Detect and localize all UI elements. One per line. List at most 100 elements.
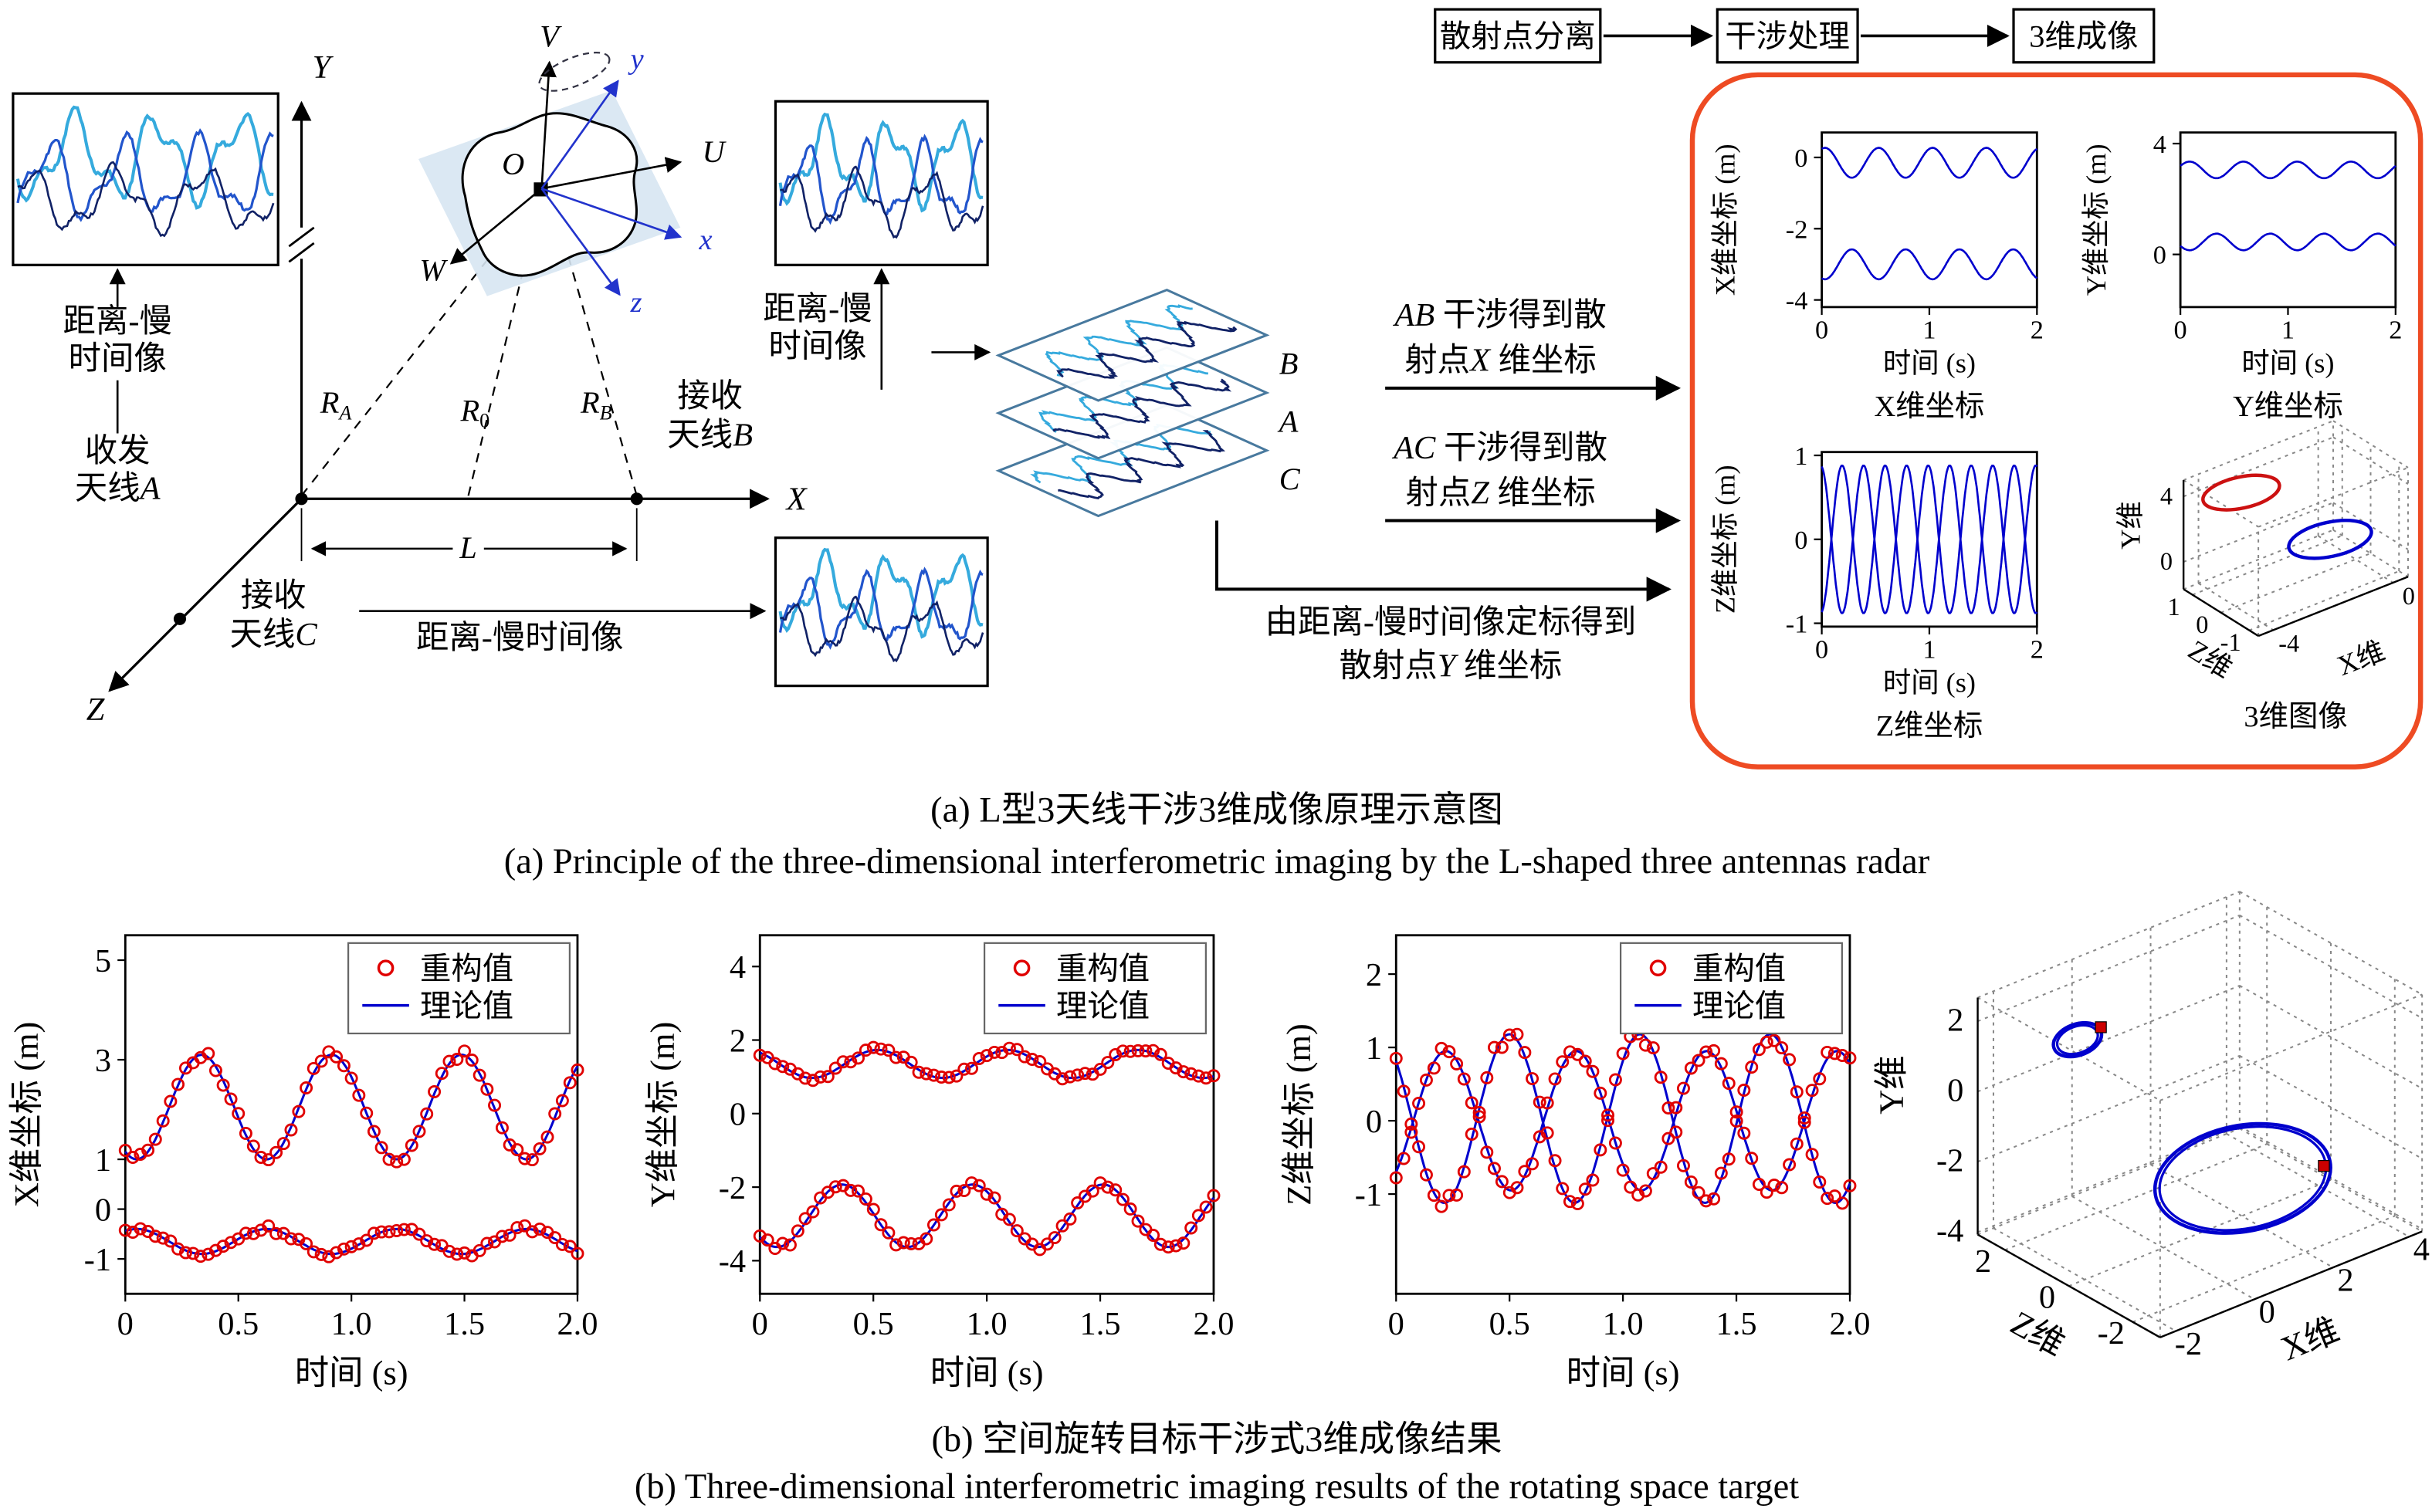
target-v-label: V (540, 19, 562, 54)
series-marker-recon-2 (216, 1240, 230, 1253)
y-axis-label: Z维坐标 (m) (1279, 1023, 1318, 1206)
plane-label-a: A (1277, 404, 1299, 438)
series-marker-recon-1 (307, 1061, 320, 1075)
grid-line (2159, 993, 2423, 1101)
series-marker-recon-2 (1563, 1045, 1577, 1059)
target-y-label: y (628, 43, 645, 76)
captions: (a) L型3天线干涉3维成像原理示意图 (a) Principle of th… (504, 790, 1930, 1507)
y-tick-label: 5 (95, 943, 111, 979)
flowchart-step-label: 干涉处理 (1725, 19, 1850, 54)
antenna-b-label-line2: 天线B (667, 418, 753, 454)
y-axis-label: Y维 (1872, 1055, 1911, 1115)
caption-a-zh: (a) L型3天线干涉3维成像原理示意图 (930, 790, 1503, 830)
series-marker-recon-2 (844, 1183, 858, 1197)
series-marker-recon-2 (1109, 1183, 1123, 1197)
series-marker-recon-1 (262, 1153, 276, 1167)
series-marker-recon-1 (1722, 1152, 1736, 1166)
y-tick-label: -2 (719, 1170, 746, 1206)
series-marker-recon-2 (148, 1230, 162, 1243)
y-tick-label: 3 (95, 1043, 111, 1079)
series-marker-recon-2 (1556, 1055, 1570, 1069)
series-marker-recon-2 (1676, 1081, 1690, 1095)
legend-label: 理论值 (1056, 989, 1150, 1023)
series-marker-recon-2 (904, 1236, 918, 1250)
series-marker-recon-1 (397, 1152, 411, 1166)
series-marker-recon-2 (1169, 1239, 1183, 1253)
series-marker-recon-2 (164, 1234, 178, 1248)
x-tick-label: 1.5 (1080, 1306, 1121, 1342)
axis-break-icon (288, 242, 315, 263)
series-marker-recon-1 (798, 1071, 812, 1085)
legend-circle-marker-icon (377, 959, 395, 976)
target-z-axis (540, 188, 621, 296)
series-marker-recon-2 (1638, 1184, 1652, 1198)
series-marker-recon-2 (1775, 1181, 1789, 1195)
series-marker-recon-1 (412, 1125, 426, 1138)
antenna-a-label-line2: 天线A (75, 470, 161, 506)
x-tick-label: 0 (1815, 315, 1828, 344)
series-marker-recon-2 (1055, 1219, 1069, 1233)
flowchart: 散射点分离 干涉处理 3维成像 (1434, 8, 2156, 64)
legend-label: 重构值 (1692, 951, 1786, 986)
y-tick-label: 0 (95, 1192, 111, 1228)
y-tick-label: 0 (2160, 547, 2173, 575)
series-marker-recon-2 (866, 1202, 880, 1216)
series-marker-recon-1 (254, 1151, 268, 1165)
grid-line (2239, 891, 2423, 996)
series-marker-recon-1 (1123, 1044, 1137, 1058)
series-marker-recon-1 (1526, 1072, 1539, 1086)
series-marker-recon-1 (1109, 1047, 1123, 1061)
series-line-scatterer-2 (1821, 464, 2038, 614)
series-marker-recon-1 (1714, 1166, 1728, 1180)
waveform-trace (779, 165, 984, 239)
series-marker-recon-2 (1699, 1045, 1713, 1059)
y-tick-label: 4 (730, 949, 746, 986)
y-tick-label: 4 (2153, 130, 2166, 159)
series-marker-recon-1 (284, 1123, 298, 1137)
x-tick-label: 2.0 (1193, 1306, 1234, 1342)
x-tick-label: 0 (752, 1306, 768, 1342)
series-marker-recon-2 (1578, 1054, 1592, 1068)
grid-line (2239, 1128, 2423, 1233)
series-marker-recon-1 (171, 1077, 185, 1091)
target-origin-label: O (502, 147, 524, 181)
series-marker-recon-2 (1010, 1224, 1024, 1238)
series-marker-recon-1 (1434, 1199, 1448, 1213)
target-u-axis (541, 157, 683, 190)
axis-edge (2183, 588, 2259, 638)
grid-line (2132, 1215, 2396, 1323)
series-marker-recon-2 (1199, 1200, 1213, 1214)
waveform-trace (1052, 378, 1232, 440)
series-marker-recon-1 (571, 1063, 584, 1077)
series-marker-recon-1 (1570, 1197, 1584, 1211)
grid-line (1977, 985, 2241, 1093)
inset-b-label-line1: 距离-慢 (763, 291, 872, 327)
trajectory-ring-scatterer-2-trajectory (2287, 519, 2373, 560)
signal-plane-labels: B A C (1277, 347, 1301, 496)
grid-line (1977, 1125, 2241, 1233)
x-tick-label: 0 (2174, 315, 2187, 344)
series-marker-recon-2 (473, 1243, 486, 1257)
waveform-trace (15, 105, 274, 210)
legend-circle-marker-icon (1649, 959, 1667, 976)
series-marker-recon-2 (896, 1236, 910, 1250)
series-marker-recon-1 (1729, 1115, 1743, 1128)
legend-label: 理论值 (420, 989, 513, 1023)
series-marker-recon-2 (934, 1208, 948, 1222)
series-marker-recon-1 (164, 1094, 178, 1108)
series-marker-recon-2 (262, 1219, 276, 1233)
series-marker-recon-1 (563, 1076, 577, 1090)
series-marker-recon-2 (428, 1237, 442, 1251)
series-marker-recon-2 (859, 1192, 872, 1206)
series-marker-recon-1 (465, 1054, 479, 1067)
series-marker-recon-1 (1457, 1165, 1471, 1179)
series-marker-recon-1 (753, 1048, 767, 1062)
chart-title: 3维图像 (2244, 701, 2347, 733)
series-marker-recon-2 (480, 1236, 494, 1250)
series-marker-recon-1 (1608, 1073, 1622, 1087)
series-marker-recon-2 (269, 1226, 283, 1240)
x-tick-label: 0 (1388, 1306, 1404, 1342)
z-tick-label: -1 (2220, 628, 2241, 656)
